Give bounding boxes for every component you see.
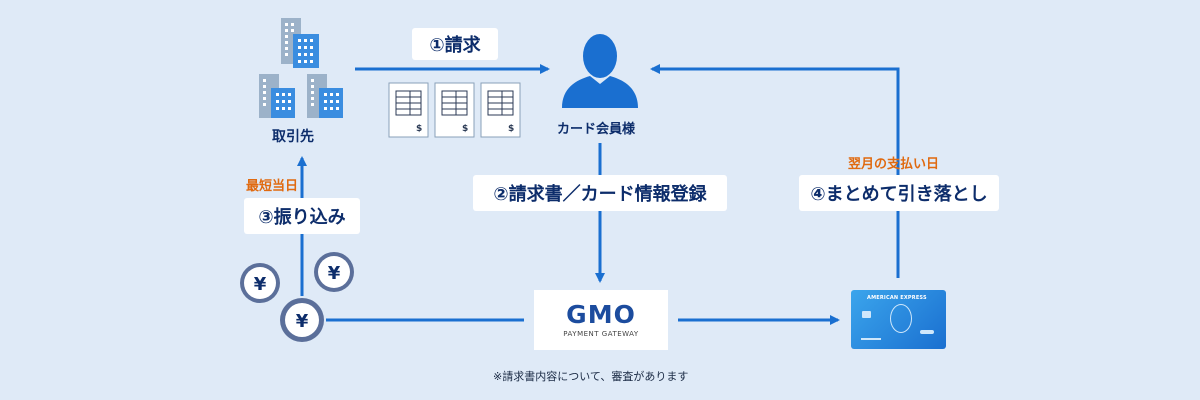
- card-wave-mark: [920, 330, 934, 334]
- person-icon: [562, 34, 638, 108]
- step1-label: ①請求: [412, 28, 498, 60]
- member-label: カード会員様: [557, 122, 636, 137]
- card-number-mark: [861, 338, 881, 340]
- invoice-icon: [388, 82, 429, 138]
- yen-coin-icon: ¥: [240, 263, 280, 303]
- yen-coin-icon: ¥: [280, 298, 324, 342]
- amex-card-icon: AMERICAN EXPRESS: [851, 290, 946, 349]
- buildings-icon: [259, 18, 343, 118]
- gmo-logo-box: GMO PAYMENT GATEWAY: [534, 290, 668, 350]
- invoice-dollar: $: [462, 124, 468, 134]
- invoice-icons: $ $ $: [388, 82, 521, 138]
- yen-symbol: ¥: [254, 274, 267, 295]
- gmo-subtitle: PAYMENT GATEWAY: [563, 330, 639, 338]
- client-label: 取引先: [272, 129, 314, 145]
- step3-note: 最短当日: [246, 179, 299, 194]
- step3-label: ③振り込み: [244, 198, 360, 234]
- invoice-dollar: $: [508, 124, 514, 134]
- invoice-icon: [434, 82, 475, 138]
- yen-symbol: ¥: [328, 263, 341, 284]
- gmo-logo: GMO: [566, 300, 636, 329]
- arrow-step4: [650, 64, 900, 278]
- footnote: ※請求書内容について、審査があります: [493, 370, 689, 383]
- step2-label: ②請求書／カード情報登録: [473, 175, 727, 211]
- centurion-icon: [890, 304, 912, 333]
- card-chip-icon: [862, 311, 871, 318]
- invoice-dollar: $: [416, 124, 422, 134]
- yen-coins: ¥ ¥ ¥: [240, 252, 354, 342]
- invoice-icon: [480, 82, 521, 138]
- card-brand: AMERICAN EXPRESS: [867, 295, 927, 301]
- yen-coin-icon: ¥: [314, 252, 354, 292]
- step4-label: ④まとめて引き落とし: [799, 175, 999, 211]
- yen-symbol: ¥: [296, 311, 309, 332]
- step4-note: 翌月の支払い日: [848, 157, 940, 172]
